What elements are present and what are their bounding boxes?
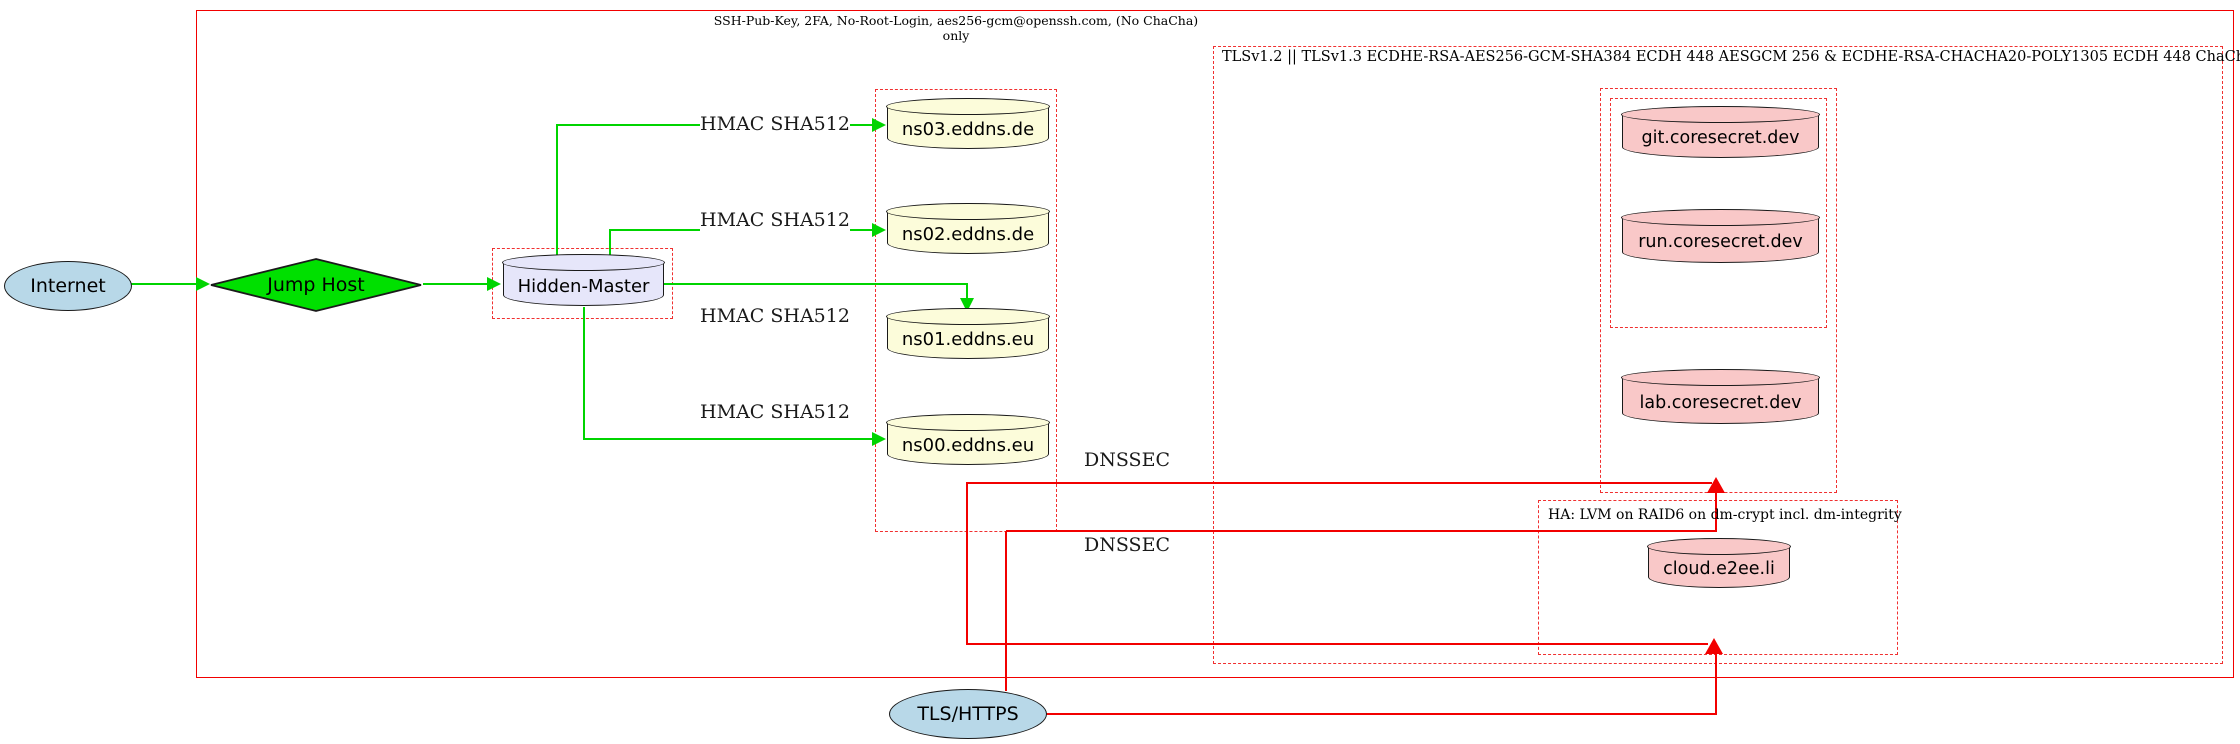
edge-jumphost-hiddenmaster-segment <box>423 283 487 285</box>
edge-label-hmac-ns01: HMAC SHA512 <box>700 305 850 327</box>
edge-dnssec2-horizontal <box>966 643 1708 645</box>
cluster-services-inner-box <box>1610 98 1827 328</box>
edge-dnssec1-horizontal <box>967 482 1712 484</box>
edge-hm-ns02-vertical <box>609 230 611 256</box>
node-ns01: ns01.eddns.eu <box>886 308 1050 359</box>
edge-ha-arrowhead <box>1705 638 1723 654</box>
cluster-ha-box <box>1538 500 1898 655</box>
node-tls-https: TLS/HTTPS <box>889 689 1047 739</box>
node-cloud: cloud.e2ee.li <box>1647 538 1791 588</box>
node-run: run.coresecret.dev <box>1621 209 1820 263</box>
node-cloud-label: cloud.e2ee.li <box>1663 559 1775 579</box>
cluster-ssh-box <box>196 10 2234 678</box>
edge-label-hmac-ns02: HMAC SHA512 <box>700 209 850 231</box>
node-hidden-master: Hidden-Master <box>502 254 665 306</box>
node-ns03: ns03.eddns.de <box>886 98 1050 149</box>
node-hidden-master-label: Hidden-Master <box>517 275 650 297</box>
node-git: git.coresecret.dev <box>1621 106 1820 158</box>
edge-internet-jumphost-arrowhead <box>196 277 210 291</box>
edge-hm-ns01-vertical <box>966 283 968 299</box>
edge-tlshttps-right-horizontal <box>1045 713 1717 715</box>
edge-hm-ns00-vertical <box>583 307 585 440</box>
node-ns00-label: ns00.eddns.eu <box>901 435 1035 456</box>
node-lab-label: lab.coresecret.dev <box>1639 392 1802 413</box>
node-ns01-label: ns01.eddns.eu <box>901 329 1035 350</box>
node-jump-host-shape <box>210 258 422 312</box>
node-ns02-label: ns02.eddns.de <box>901 224 1035 245</box>
edge-label-dnssec-lower: DNSSEC <box>1062 534 1192 556</box>
node-ns03-label: ns03.eddns.de <box>901 119 1035 140</box>
node-internet: Internet <box>4 261 132 311</box>
cluster-ha-label: HA: LVM on RAID6 on dm-crypt incl. dm-in… <box>1548 507 1902 523</box>
edge-label-dnssec-upper: DNSSEC <box>1062 449 1192 471</box>
cluster-ssh-label: SSH-Pub-Key, 2FA, No-Root-Login, aes256-… <box>713 13 1199 43</box>
node-run-label: run.coresecret.dev <box>1638 232 1803 252</box>
node-tls-https-label: TLS/HTTPS <box>917 703 1019 725</box>
cluster-tls-label: TLSv1.2 || TLSv1.3 ECDHE-RSA-AES256-GCM-… <box>1222 49 2240 65</box>
edge-to-services-vertical <box>1715 492 1717 531</box>
node-lab: lab.coresecret.dev <box>1621 369 1820 424</box>
node-internet-label: Internet <box>30 275 106 297</box>
edge-hm-ns00-arrowhead <box>872 432 886 446</box>
edge-hm-ns03-arrowhead <box>872 118 886 132</box>
edge-hm-ns03-vertical <box>556 125 558 256</box>
edge-hm-ns02-arrowhead <box>872 223 886 237</box>
node-jump-host: Jump Host <box>207 256 425 314</box>
edge-internet-jumphost-segment <box>130 283 198 285</box>
edge-hm-ns01-horizontal <box>662 283 968 285</box>
edge-services-arrowhead <box>1707 477 1725 493</box>
edge-to-ha-vertical <box>1715 654 1717 714</box>
cluster-tls-box <box>1213 46 2223 664</box>
edge-hm-ns00-horizontal <box>583 438 873 440</box>
node-ns00: ns00.eddns.eu <box>886 414 1050 465</box>
node-git-label: git.coresecret.dev <box>1641 128 1800 148</box>
edge-tlshttps-top-horizontal <box>1006 530 1717 532</box>
edge-label-hmac-ns03: HMAC SHA512 <box>700 113 850 135</box>
edge-tlshttps-top-vertical <box>1005 531 1007 691</box>
node-jump-host-label: Jump Host <box>267 274 365 296</box>
edge-label-hmac-ns00: HMAC SHA512 <box>700 401 850 423</box>
edge-dnssec1-vertical <box>966 482 968 644</box>
node-ns02: ns02.eddns.de <box>886 203 1050 254</box>
edge-jumphost-hiddenmaster-arrowhead <box>487 277 501 291</box>
